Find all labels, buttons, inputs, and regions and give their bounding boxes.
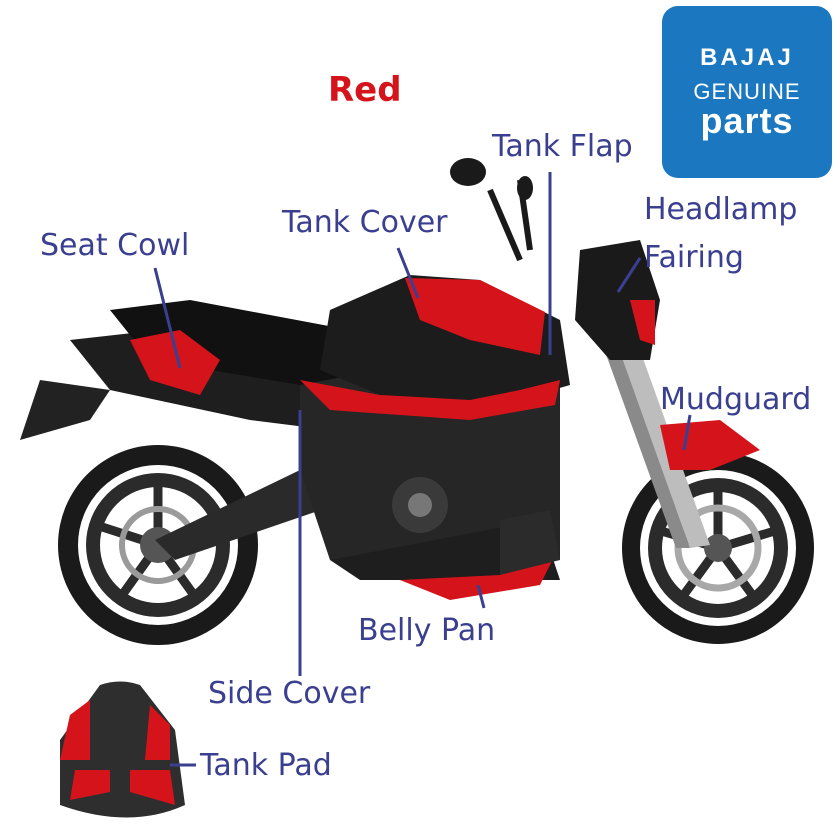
tank-cover-red (405, 278, 545, 355)
seat-cowl-red (130, 330, 220, 395)
belly-pan (500, 510, 560, 575)
logo-line1: GENUINE (693, 79, 801, 104)
logo-line2: parts (700, 100, 794, 141)
mirror (517, 176, 533, 200)
label-tank-cover: Tank Cover (282, 205, 448, 240)
label-tank-pad: Tank Pad (200, 748, 332, 783)
front-fork (590, 300, 710, 548)
color-title: Red (328, 70, 402, 110)
label-fairing: Fairing (644, 240, 744, 275)
headlamp-red (630, 300, 655, 345)
tank-pad (60, 681, 185, 818)
side-cover-red (300, 380, 560, 420)
mirror (450, 158, 486, 186)
label-side-cover: Side Cover (208, 676, 371, 711)
label-tank-flap: Tank Flap (492, 129, 633, 164)
mudguard-red (660, 420, 760, 470)
pointer-lines (153, 172, 692, 767)
bajaj-genuine-parts-logo: BAJAJ GENUINE parts (662, 6, 832, 178)
belly-pan-red (400, 555, 555, 600)
logo-brand: BAJAJ (700, 44, 794, 71)
front-wheel (622, 452, 814, 644)
label-headlamp: Headlamp (644, 192, 798, 227)
rear-wheel (58, 445, 258, 645)
label-belly-pan: Belly Pan (358, 613, 496, 648)
label-seat-cowl: Seat Cowl (40, 228, 190, 263)
label-mudguard: Mudguard (660, 382, 812, 417)
